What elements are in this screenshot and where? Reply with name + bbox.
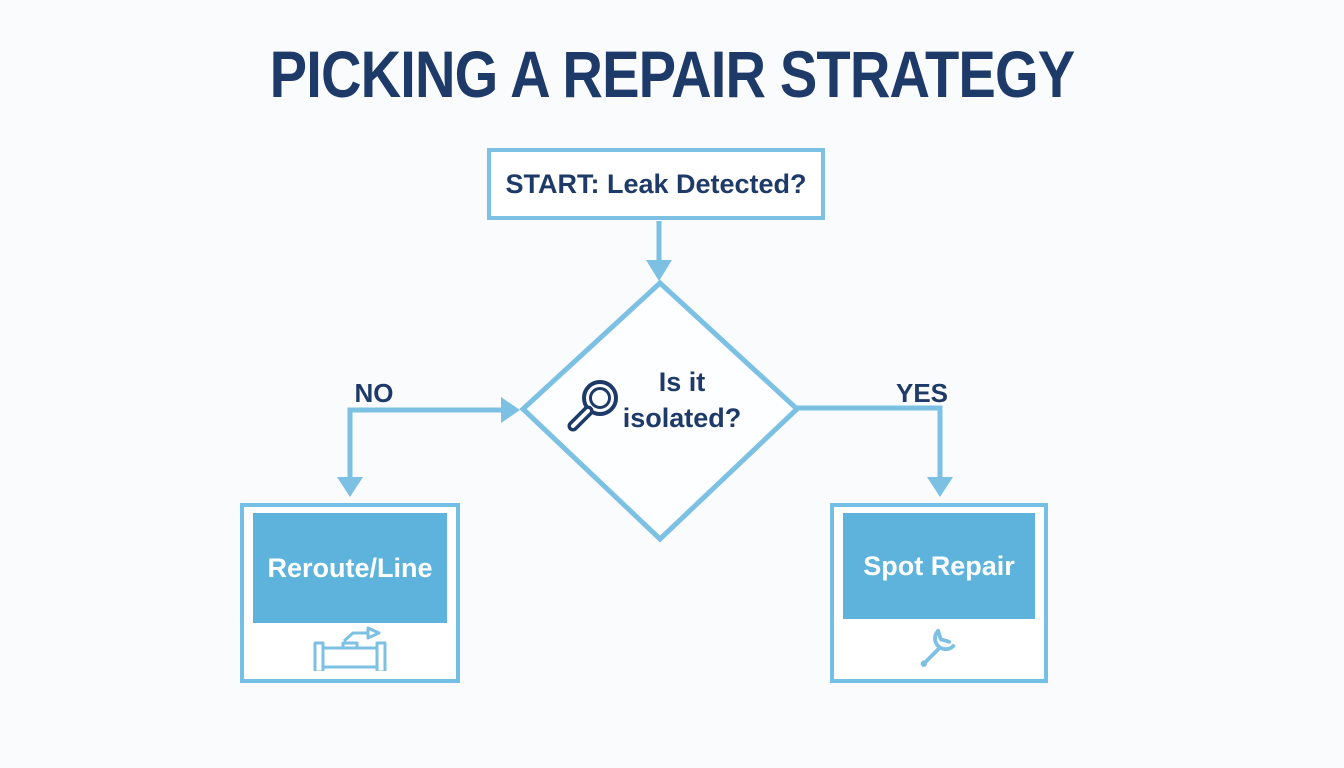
- page-title: PICKING A REPAIR STRATEGY: [269, 37, 1076, 111]
- branch-label-yes: YES: [895, 378, 949, 408]
- outcome-node-reroute: Reroute/Line: [240, 503, 460, 683]
- decision-label: Is it isolated?: [602, 364, 762, 436]
- outcome-node-spot-repair: Spot Repair: [830, 503, 1048, 683]
- branch-label-no: NO: [354, 378, 394, 408]
- connector-no-branch: [337, 397, 520, 497]
- connector-start-to-decision: [646, 221, 672, 281]
- decision-label-line2: isolated?: [622, 403, 742, 433]
- pipe-icon: [253, 623, 447, 673]
- wrench-icon: [843, 619, 1035, 673]
- outcome-spot-repair-label: Spot Repair: [843, 513, 1035, 619]
- decision-diamond: [519, 279, 801, 543]
- outcome-reroute-label: Reroute/Line: [253, 513, 447, 623]
- decision-label-line1: Is it: [658, 367, 706, 397]
- start-node: START: Leak Detected?: [487, 148, 825, 220]
- connector-yes-branch: [795, 405, 953, 497]
- start-node-label: START: Leak Detected?: [505, 168, 807, 199]
- magnifier-icon: [567, 380, 618, 432]
